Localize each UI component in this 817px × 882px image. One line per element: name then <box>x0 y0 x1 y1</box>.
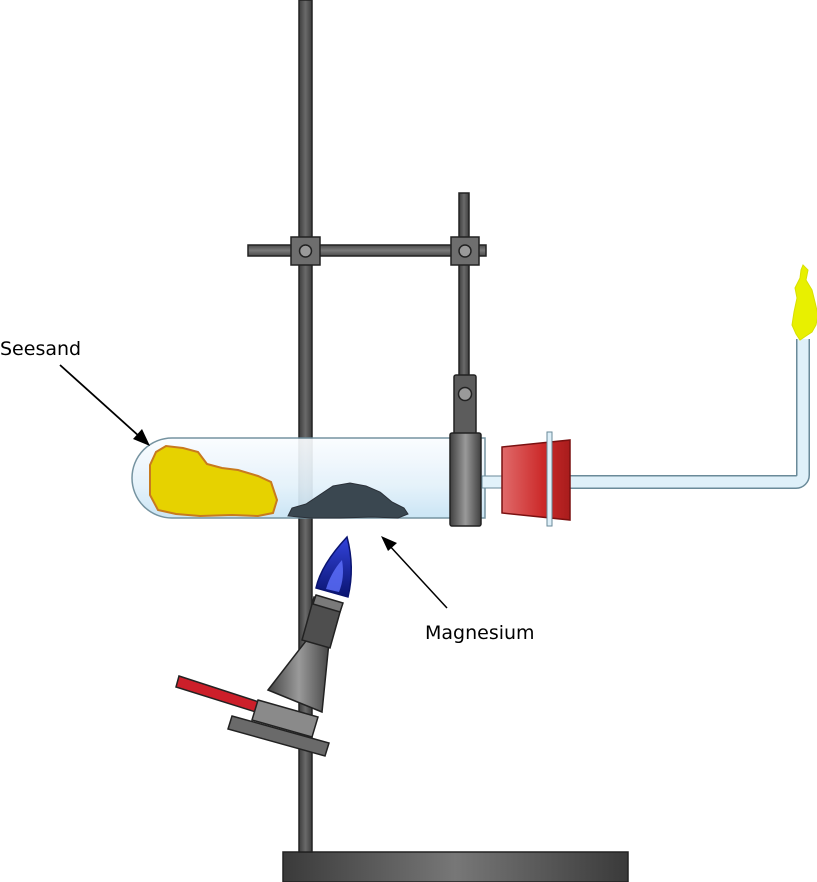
sand-pointer <box>59 364 150 446</box>
test-tube-clamp <box>453 374 477 436</box>
sand-label: Seesand <box>0 338 81 360</box>
sand <box>149 444 279 518</box>
burner-flame <box>315 535 352 598</box>
gas-flame <box>791 264 817 341</box>
stand-base <box>282 851 629 882</box>
burner-valve-handle <box>175 675 263 714</box>
bunsen-burner <box>175 594 344 757</box>
vertical-clamp-rod <box>458 192 470 379</box>
rubber-stopper <box>501 431 571 527</box>
magnesium-pointer <box>381 536 448 609</box>
clamp-ring <box>449 432 482 527</box>
bosshead-clamp <box>450 236 480 266</box>
horizontal-clamp-arm <box>247 244 487 257</box>
bosshead-main <box>290 236 321 266</box>
magnesium-label: Magnesium <box>425 622 535 644</box>
magnesium <box>287 482 409 519</box>
